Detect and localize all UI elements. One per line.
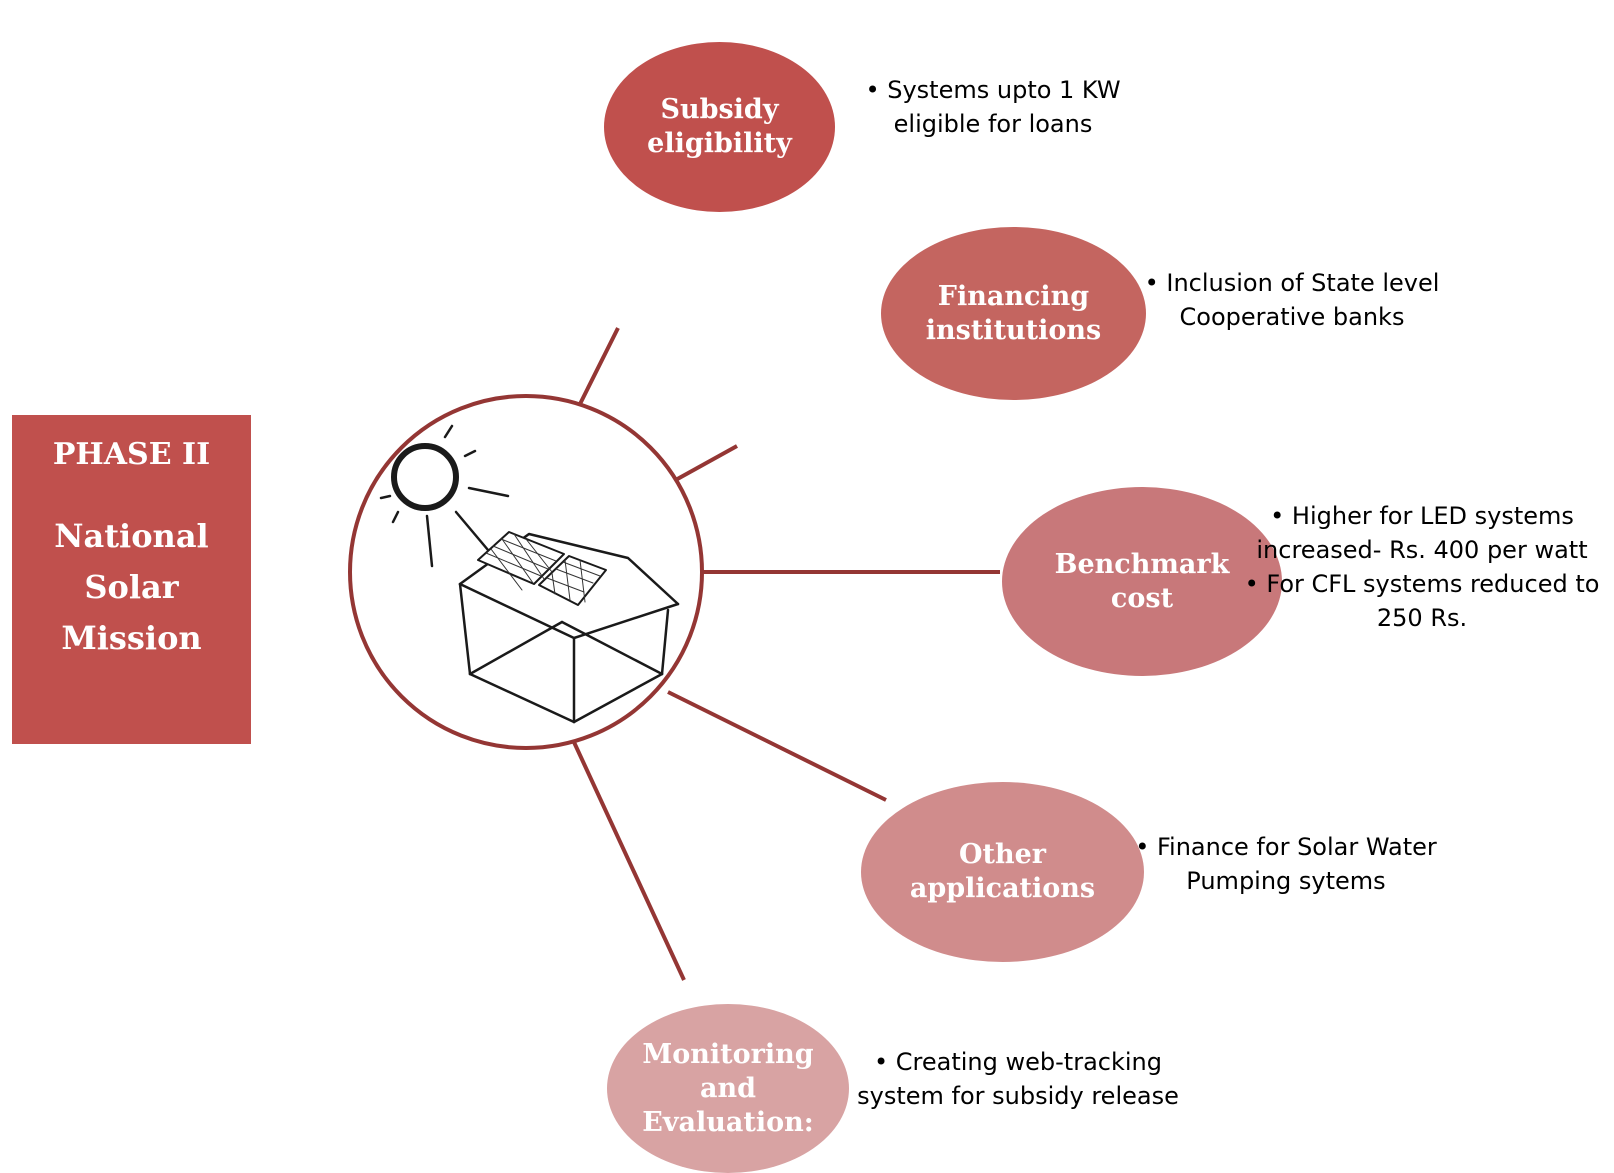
sun-rays: [379, 424, 510, 568]
node-benchmark-cost: Benchmark cost: [1002, 487, 1282, 676]
node-label: Subsidy eligibility: [647, 94, 792, 159]
bullet-line: system for subsidy release: [857, 1082, 1179, 1110]
node-label: Monitoring and Evaluation:: [642, 1038, 814, 1138]
bullet-line: • Inclusion of State level: [1144, 269, 1440, 297]
bullet-subsidy-eligibility: • Systems upto 1 KW eligible for loans: [858, 73, 1128, 141]
bullet-line: Cooperative banks: [1179, 303, 1405, 331]
bullet-line: • Finance for Solar Water: [1135, 833, 1437, 861]
phase-label: PHASE II: [52, 437, 211, 472]
bullet-other-applications: • Finance for Solar Water Pumping sytems: [1116, 830, 1456, 898]
node-monitoring-evaluation: Monitoring and Evaluation:: [607, 1004, 849, 1173]
bullet-line: increased- Rs. 400 per watt: [1256, 536, 1588, 564]
bullet-line: 250 Rs.: [1376, 604, 1468, 632]
connector-subsidy: [576, 327, 620, 409]
bullet-line: • Systems upto 1 KW: [865, 76, 1121, 104]
node-label: Financing institutions: [925, 280, 1102, 346]
bullet-line: Pumping sytems: [1186, 867, 1386, 895]
bullet-line: • Higher for LED systems: [1270, 502, 1574, 530]
bullet-financing-institutions: • Inclusion of State level Cooperative b…: [1122, 266, 1462, 334]
connector-financing: [671, 444, 738, 484]
solar-panel-house-icon: [379, 424, 680, 724]
node-label: Other applications: [909, 839, 1096, 904]
connector-lines: [571, 327, 1000, 981]
node-subsidy-eligibility: Subsidy eligibility: [604, 42, 835, 212]
solar-panels: [477, 531, 607, 606]
bullet-line: eligible for loans: [893, 110, 1093, 138]
sun-icon: [391, 443, 459, 511]
bullet-benchmark-cost: • Higher for LED systems increased- Rs. …: [1230, 499, 1614, 635]
connector-other: [667, 690, 887, 802]
mission-label: National Solar Mission: [54, 517, 209, 657]
bullet-monitoring-evaluation: • Creating web-tracking system for subsi…: [848, 1045, 1188, 1113]
connector-monitoring: [571, 739, 686, 981]
phase-title-box: PHASE II National Solar Mission: [12, 415, 251, 744]
node-other-applications: Other applications: [861, 782, 1144, 962]
bullet-line: • For CFL systems reduced to: [1244, 570, 1600, 598]
node-label: Benchmark cost: [1054, 548, 1230, 614]
node-financing-institutions: Financing institutions: [881, 227, 1146, 400]
bullet-line: • Creating web-tracking: [874, 1048, 1162, 1076]
